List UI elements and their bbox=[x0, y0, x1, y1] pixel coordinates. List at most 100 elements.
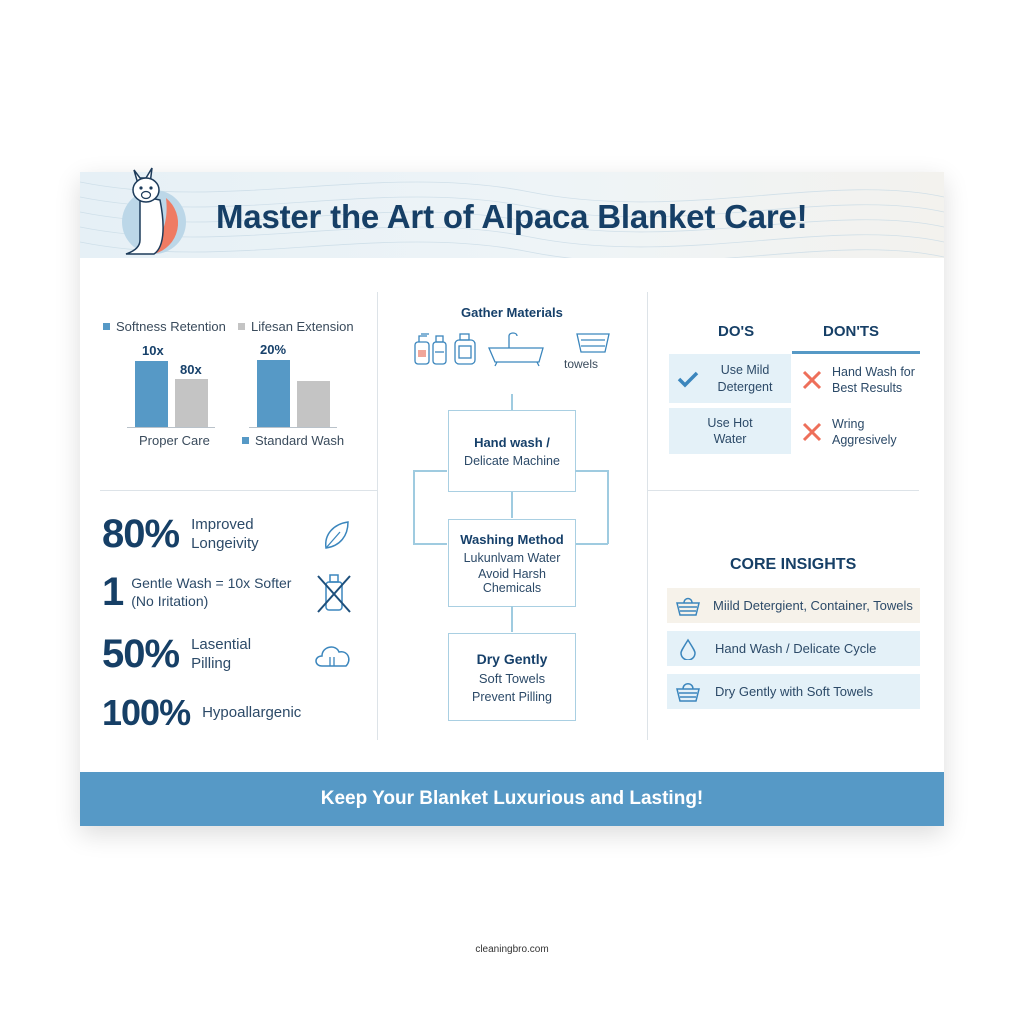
bathtub-icon bbox=[488, 332, 544, 367]
stat-value: 50% bbox=[102, 632, 180, 676]
step-line: Lukunlvam Water bbox=[463, 550, 561, 565]
stat-label: Hypoallargenic bbox=[202, 703, 302, 721]
bar-value-label: 10x bbox=[142, 343, 164, 358]
donts-heading: DON'TS bbox=[823, 323, 880, 340]
bar-softness-proper bbox=[135, 361, 168, 427]
watermark-text: cleaningbro.com bbox=[475, 944, 549, 955]
flow-step-hand-wash: Hand wash / Delicate Machine bbox=[448, 410, 576, 492]
bar-value-label: 80x bbox=[180, 362, 202, 377]
insight-text: Hand Wash / Delicate Cycle bbox=[715, 641, 877, 656]
flow-loop-right bbox=[575, 470, 608, 472]
category-label: Standard Wash bbox=[242, 433, 344, 448]
header-banner: Master the Art of Alpaca Blanket Care! bbox=[80, 172, 944, 258]
towels-label: towels bbox=[564, 357, 599, 371]
stat-label: Improved bbox=[191, 515, 254, 533]
flow-arrow-down bbox=[511, 492, 513, 518]
basket-icon bbox=[676, 682, 700, 702]
materials-title: Gather Materials bbox=[461, 305, 563, 320]
column-divider bbox=[377, 292, 378, 740]
materials-icons bbox=[414, 332, 610, 367]
stat-label: Lasential bbox=[191, 635, 252, 653]
legend-swatch bbox=[242, 437, 249, 444]
legend-item: Lifesan Extension bbox=[238, 319, 354, 334]
insight-item: Miild Detergient, Container, Towels bbox=[667, 588, 920, 623]
insight-item: Dry Gently with Soft Towels bbox=[667, 674, 920, 709]
bar-lifespan-proper bbox=[175, 379, 208, 427]
basket-icon bbox=[676, 597, 700, 616]
stat-label: Gentle Wash = 10x Softer bbox=[131, 575, 292, 591]
row-divider bbox=[647, 490, 919, 491]
step-title: Dry Gently bbox=[476, 650, 548, 667]
step-title: Hand wash / bbox=[474, 434, 550, 450]
legend-label: Softness Retention bbox=[116, 319, 226, 334]
category-text: Standard Wash bbox=[255, 433, 345, 448]
dos-heading: DO'S bbox=[718, 323, 755, 340]
stat-label: Pilling bbox=[191, 654, 232, 672]
check-icon bbox=[677, 371, 699, 387]
dos-text: Use Mild Detergent bbox=[717, 363, 773, 394]
x-axis bbox=[249, 427, 337, 428]
step-line: Prevent Pilling bbox=[472, 689, 552, 704]
legend-swatch bbox=[103, 323, 110, 330]
flow-loop-left bbox=[413, 470, 447, 472]
stat-value: 1 bbox=[102, 570, 124, 614]
page-title: Master the Art of Alpaca Blanket Care! bbox=[216, 198, 808, 235]
donts-item: Wring Aggresively bbox=[802, 414, 920, 450]
spray-bottle-icon bbox=[414, 333, 430, 365]
insight-text: Miild Detergient, Container, Towels bbox=[713, 598, 913, 613]
row-divider bbox=[100, 490, 377, 491]
dos-item: Use Hot Water bbox=[669, 408, 791, 454]
donts-text: Wring Aggresively bbox=[832, 416, 897, 447]
stat-row: 100% Hypoallargenic bbox=[102, 692, 301, 734]
cross-icon bbox=[802, 422, 822, 442]
dos-text: Use Hot Water bbox=[707, 415, 753, 446]
x-axis bbox=[127, 427, 215, 428]
dos-item: Use Mild Detergent bbox=[669, 354, 791, 403]
flow-step-washing-method: Washing Method Lukunlvam Water Avoid Har… bbox=[448, 519, 576, 607]
stat-row: 1 Gentle Wash = 10x Softer(No Iritation) bbox=[102, 570, 291, 615]
infographic-card: Master the Art of Alpaca Blanket Care! S… bbox=[80, 167, 944, 826]
insights-heading: CORE INSIGHTS bbox=[730, 556, 857, 573]
leaf-icon bbox=[325, 521, 349, 549]
step-line: Delicate Machine bbox=[464, 453, 560, 468]
wave-pattern bbox=[80, 181, 944, 258]
bar-lifespan-standard bbox=[297, 381, 330, 427]
donts-text: Hand Wash for Best Results bbox=[832, 364, 915, 395]
legend-label: Lifesan Extension bbox=[251, 319, 354, 334]
donts-underline bbox=[792, 351, 920, 354]
alpaca-logo-icon bbox=[122, 167, 186, 255]
bottle-icon bbox=[432, 335, 447, 365]
flow-arrow-down bbox=[511, 606, 513, 632]
step-title: Washing Method bbox=[460, 531, 564, 547]
stat-value: 100% bbox=[102, 692, 191, 733]
step-line: Soft Towels bbox=[478, 670, 546, 686]
flow-loop-left bbox=[413, 543, 447, 545]
flow-loop-right bbox=[575, 543, 608, 545]
flow-step-dry-gently: Dry Gently Soft Towels Prevent Pilling bbox=[448, 633, 576, 721]
insight-text: Dry Gently with Soft Towels bbox=[715, 684, 873, 699]
stat-desc: Gentle Wash = 10x Softer(No Iritation) bbox=[131, 575, 291, 610]
category-label: Proper Care bbox=[139, 433, 210, 448]
insight-item: Hand Wash / Delicate Cycle bbox=[667, 631, 920, 666]
stat-value: 80% bbox=[102, 512, 180, 556]
cross-icon bbox=[802, 370, 822, 390]
no-bottle-icon bbox=[317, 574, 351, 613]
stat-label: Longeivity bbox=[191, 534, 259, 552]
water-drop-icon bbox=[680, 638, 696, 660]
towels-icon bbox=[576, 333, 610, 353]
cloud-icon bbox=[315, 646, 350, 667]
flow-loop-left bbox=[413, 470, 415, 544]
donts-item: Hand Wash for Best Results bbox=[802, 362, 920, 398]
footer-text: Keep Your Blanket Luxurious and Lasting! bbox=[320, 788, 704, 809]
bar-softness-standard bbox=[257, 360, 290, 427]
bar-value-label: 20% bbox=[260, 342, 287, 357]
jug-icon bbox=[454, 333, 476, 365]
flow-arrow-up bbox=[511, 394, 513, 410]
flow-loop-right bbox=[607, 470, 609, 544]
column-divider bbox=[647, 292, 648, 740]
footer-banner: Keep Your Blanket Luxurious and Lasting! bbox=[80, 772, 944, 826]
